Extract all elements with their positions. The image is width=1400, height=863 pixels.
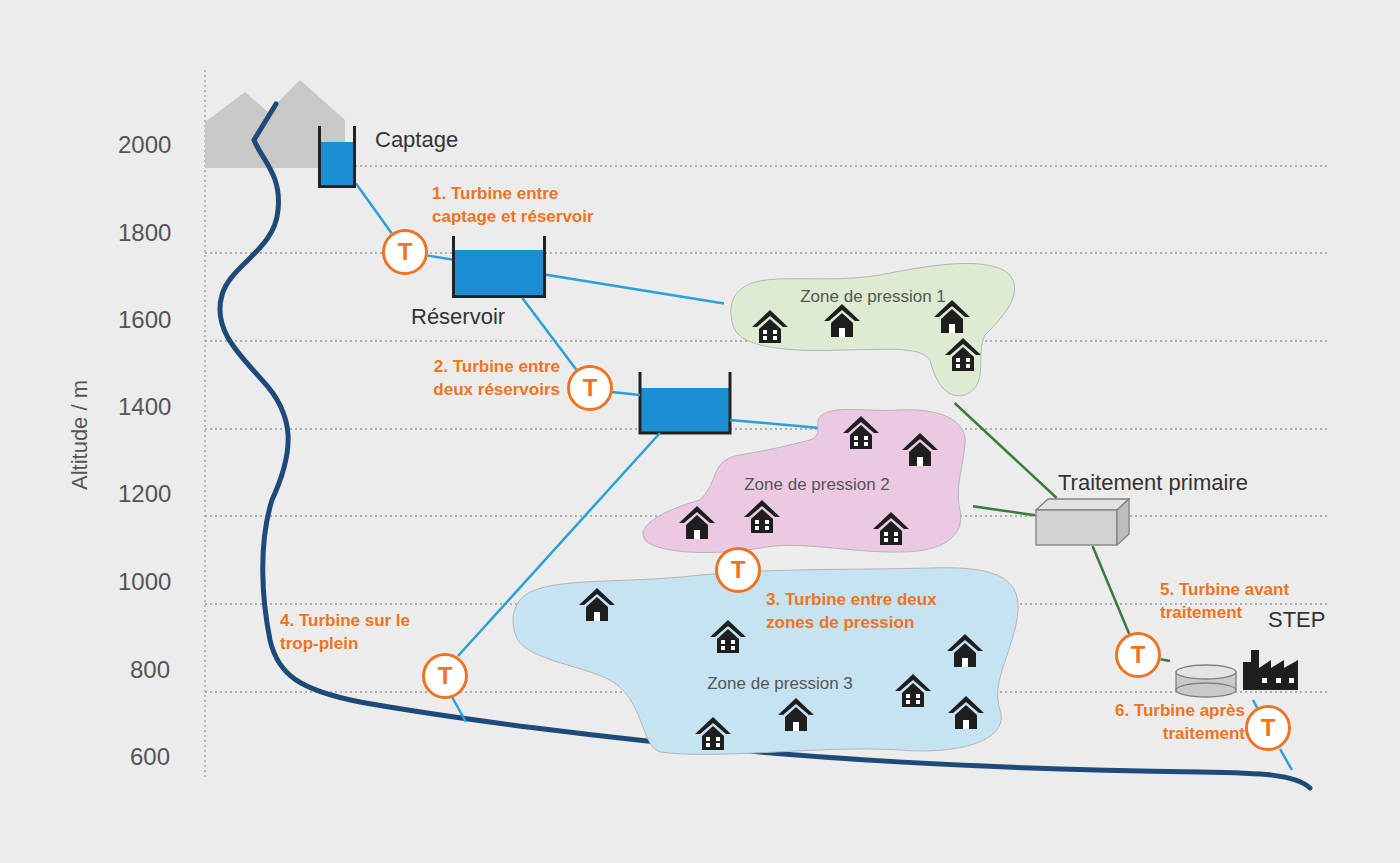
turbine-circle: T1. Turbine entre captage et réservoir (382, 229, 428, 275)
pressure-zone: Zone de pression 3 (506, 560, 1024, 762)
grid-lines (205, 70, 1330, 780)
wastewater-pipe (955, 403, 1057, 498)
axis-tick-label: 800 (130, 656, 170, 684)
turbine-circle: T5. Turbine avant traitement (1115, 632, 1161, 678)
axis-tick-label: 1000 (118, 568, 171, 596)
turbine-letter: T (1118, 635, 1158, 675)
reservoir-tank (640, 372, 730, 433)
node-label: Réservoir (411, 304, 505, 330)
zone-outline (724, 253, 1024, 403)
turbine-letter: T (385, 232, 425, 272)
river (220, 104, 1310, 788)
turbine-label: 6. Turbine après traitement (1100, 699, 1245, 745)
zone-label: Zone de pression 2 (744, 473, 890, 496)
node-label: Captage (375, 127, 458, 153)
axis-tick-label: 1800 (118, 219, 171, 247)
intake-tank: Captage (318, 126, 356, 188)
pressure-zone: Zone de pression 2 (633, 403, 973, 561)
water-fill (455, 250, 543, 295)
reservoir-tank: Réservoir (452, 236, 546, 298)
plant-icon (1170, 648, 1308, 700)
wastewater-pipe (973, 506, 1035, 515)
node-label: STEP (1268, 607, 1325, 633)
axis-tick-label: 600 (130, 743, 170, 771)
water-pipe (428, 256, 452, 260)
turbine-label: 4. Turbine sur le trop-plein (280, 609, 415, 655)
water-fill (321, 142, 353, 185)
box-outline (1035, 498, 1130, 546)
node-label: Traitement primaire (1058, 470, 1248, 496)
wastewater-pipe (1093, 546, 1130, 634)
turbine-letter: T (570, 368, 610, 408)
water-pipe (356, 184, 392, 234)
turbine-letter: T (425, 656, 465, 696)
axis-title: Altitude / m (66, 380, 94, 490)
pressure-zone: Zone de pression 1 (724, 253, 1024, 403)
turbine-circle: T3. Turbine entre deux zones de pression (715, 547, 761, 593)
axis-tick-label: 1600 (118, 306, 171, 334)
turbine-label: 3. Turbine entre deux zones de pression (766, 588, 956, 634)
axis-tick-label: 2000 (118, 131, 171, 159)
zone-label: Zone de pression 3 (707, 672, 853, 695)
turbine-label: 5. Turbine avant traitement (1160, 578, 1305, 624)
axis-tick-label: 1200 (118, 480, 171, 508)
turbine-circle: T6. Turbine après traitement (1245, 705, 1291, 751)
zone-label: Zone de pression 1 (800, 285, 946, 308)
turbine-label: 1. Turbine entre captage et réservoir (432, 182, 612, 228)
wastewater-plant: STEP (1170, 648, 1308, 700)
wastewater-pipe (1161, 659, 1170, 661)
turbine-letter: T (718, 550, 758, 590)
axis-tick-label: 1400 (118, 393, 171, 421)
turbine-circle: T4. Turbine sur le trop-plein (422, 653, 468, 699)
turbine-letter: T (1248, 708, 1288, 748)
treatment-box: Traitement primaire (1035, 498, 1130, 546)
turbine-circle: T2. Turbine entre deux réservoirs (567, 365, 613, 411)
zone-outline (506, 560, 1024, 762)
water-pipe (546, 275, 724, 304)
turbine-label: 2. Turbine entre deux réservoirs (410, 355, 560, 401)
